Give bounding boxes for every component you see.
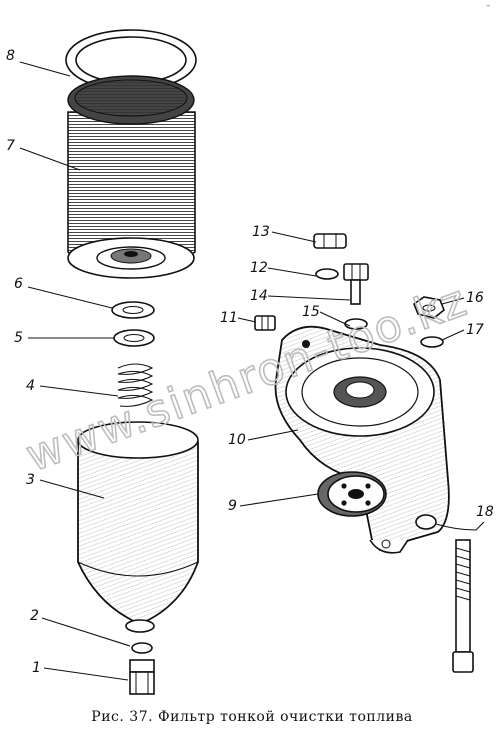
callout-10: 10 (228, 432, 246, 448)
leader-2 (41, 617, 131, 647)
part-12-washer (315, 268, 339, 280)
part-2-washer (131, 642, 153, 654)
part-4-spring (117, 363, 154, 407)
leader-6 (27, 286, 113, 309)
leader-13 (271, 231, 317, 243)
part-6-washer (111, 301, 155, 319)
callout-6: 6 (14, 276, 23, 292)
part-14-bolt (343, 263, 369, 305)
callout-16: 16 (466, 290, 484, 306)
leader-16 (441, 297, 465, 305)
leader-4 (39, 385, 119, 397)
part-10-filter-body (274, 325, 450, 554)
part-18-bolt (452, 539, 474, 673)
leader-15 (319, 311, 351, 327)
callout-8: 8 (6, 48, 15, 64)
part-13-bolt (313, 233, 347, 249)
leader-18 (435, 521, 485, 531)
callout-4: 4 (26, 378, 35, 394)
leader-14 (267, 295, 351, 301)
callout-11: 11 (220, 310, 238, 326)
callout-9: 9 (228, 498, 237, 514)
callout-7: 7 (6, 138, 15, 154)
leader-12 (267, 267, 317, 277)
callout-3: 3 (26, 472, 35, 488)
part-7-filter-element (67, 75, 196, 279)
part-8-sealing-ring (65, 29, 197, 91)
leader-3 (39, 479, 105, 499)
callout-5: 5 (14, 330, 23, 346)
part-17-washer (420, 336, 444, 348)
leader-1 (43, 667, 129, 681)
callout-14: 14 (250, 288, 268, 304)
part-9-flange (317, 471, 387, 517)
leader-8 (19, 61, 71, 77)
leader-17 (441, 329, 465, 341)
callout-1: 1 (32, 660, 41, 676)
part-11-plug (254, 315, 276, 331)
callout-15: 15 (302, 304, 320, 320)
corner-mark: – (486, 1, 491, 11)
part-3-housing (77, 421, 199, 633)
leader-7 (19, 147, 81, 171)
leader-10 (247, 429, 299, 441)
callout-17: 17 (466, 322, 484, 338)
leader-9 (239, 493, 319, 507)
part-5-washer (113, 329, 155, 347)
callout-labels: 8 7 6 5 4 3 2 1 13 12 14 15 11 16 17 10 … (6, 48, 494, 676)
part-1-plug (129, 659, 155, 695)
leader-lines (19, 61, 485, 681)
callout-13: 13 (252, 224, 270, 240)
leader-11 (237, 317, 257, 323)
callout-12: 12 (250, 260, 268, 276)
callout-18: 18 (476, 504, 494, 520)
figure-caption: Рис. 37. Фильтр тонкой очистки топлива (91, 709, 412, 725)
callout-2: 2 (30, 608, 39, 624)
part-16-nut (413, 296, 445, 319)
